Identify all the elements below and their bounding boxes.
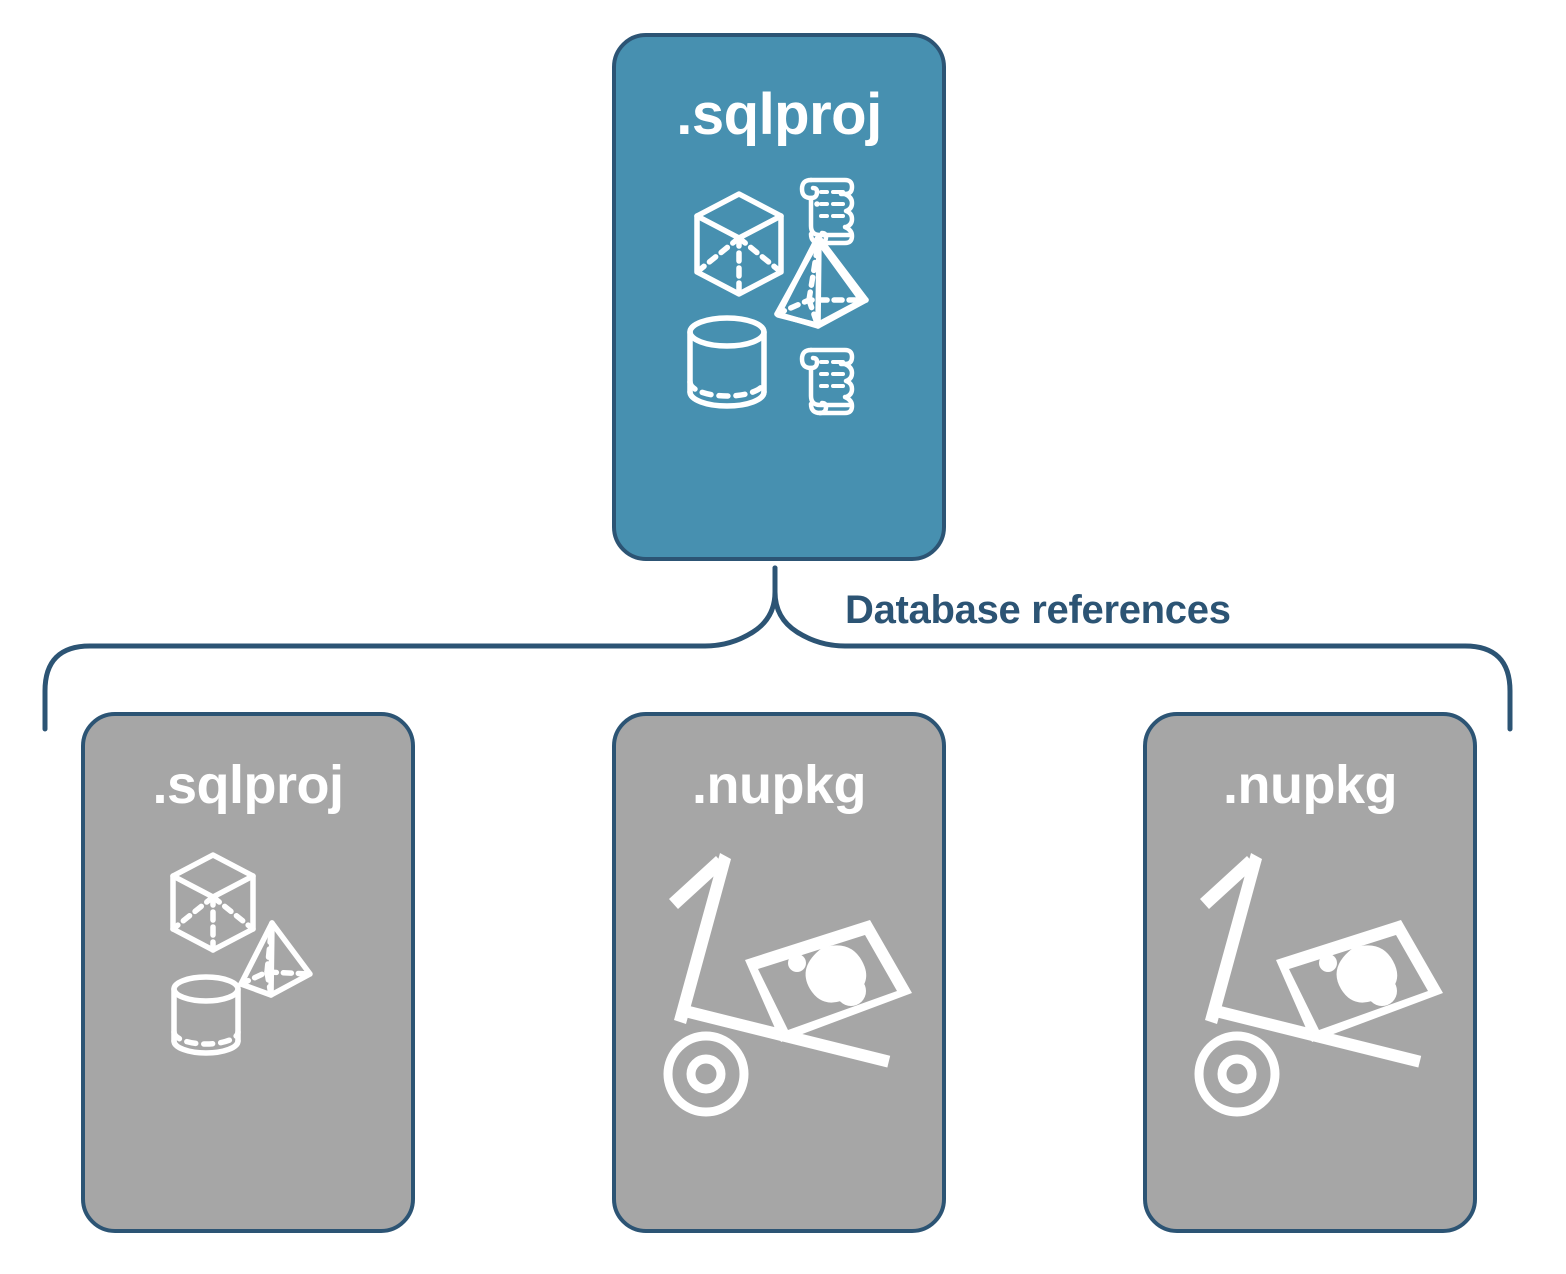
reference-icon-group (634, 836, 924, 1141)
node-reference-label: .nupkg (692, 755, 866, 815)
node-reference-nupkg-1[interactable]: .nupkg (612, 712, 946, 1233)
package-dolly-icon (669, 853, 912, 1068)
scroll-icon (799, 347, 855, 416)
dolly-wheel-icon (1194, 1031, 1280, 1117)
reference-icon-group (1165, 836, 1455, 1141)
cylinder-icon (687, 315, 767, 409)
cube-icon (170, 852, 256, 953)
node-reference-nupkg-2[interactable]: .nupkg (1143, 712, 1477, 1233)
root-icon-group (659, 164, 899, 429)
node-root-sqlproj[interactable]: .sqlproj (612, 33, 946, 561)
reference-icon-group (148, 836, 348, 1071)
edge-label-database-references: Database references (845, 588, 1231, 632)
node-reference-label: .sqlproj (152, 755, 344, 815)
node-root-label: .sqlproj (676, 82, 882, 147)
cylinder-icon (171, 974, 241, 1056)
cube-icon (694, 191, 784, 297)
scroll-icon (799, 177, 855, 246)
pyramid-icon (774, 201, 869, 329)
dolly-wheel-icon (663, 1031, 749, 1117)
pyramid-icon (238, 920, 313, 998)
package-dolly-icon (1200, 853, 1443, 1068)
node-reference-label: .nupkg (1223, 755, 1397, 815)
node-reference-sqlproj[interactable]: .sqlproj (81, 712, 415, 1233)
